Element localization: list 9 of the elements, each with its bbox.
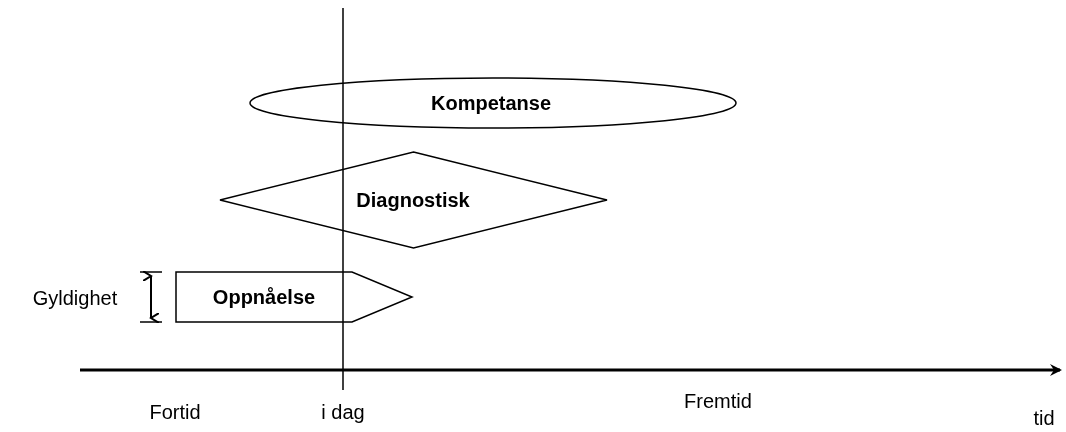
dimension-label: Gyldighet [32, 286, 118, 310]
node-label: Oppnåelse [210, 285, 318, 309]
axis-label: Fortid [149, 400, 201, 424]
axis-label: tid [1033, 406, 1055, 430]
axis-label: Fremtid [684, 389, 752, 413]
arrow-shaped-box [176, 272, 412, 322]
axis-label: i dag [321, 400, 365, 424]
decision-diamond [220, 152, 607, 248]
ellipse-node [250, 78, 736, 128]
